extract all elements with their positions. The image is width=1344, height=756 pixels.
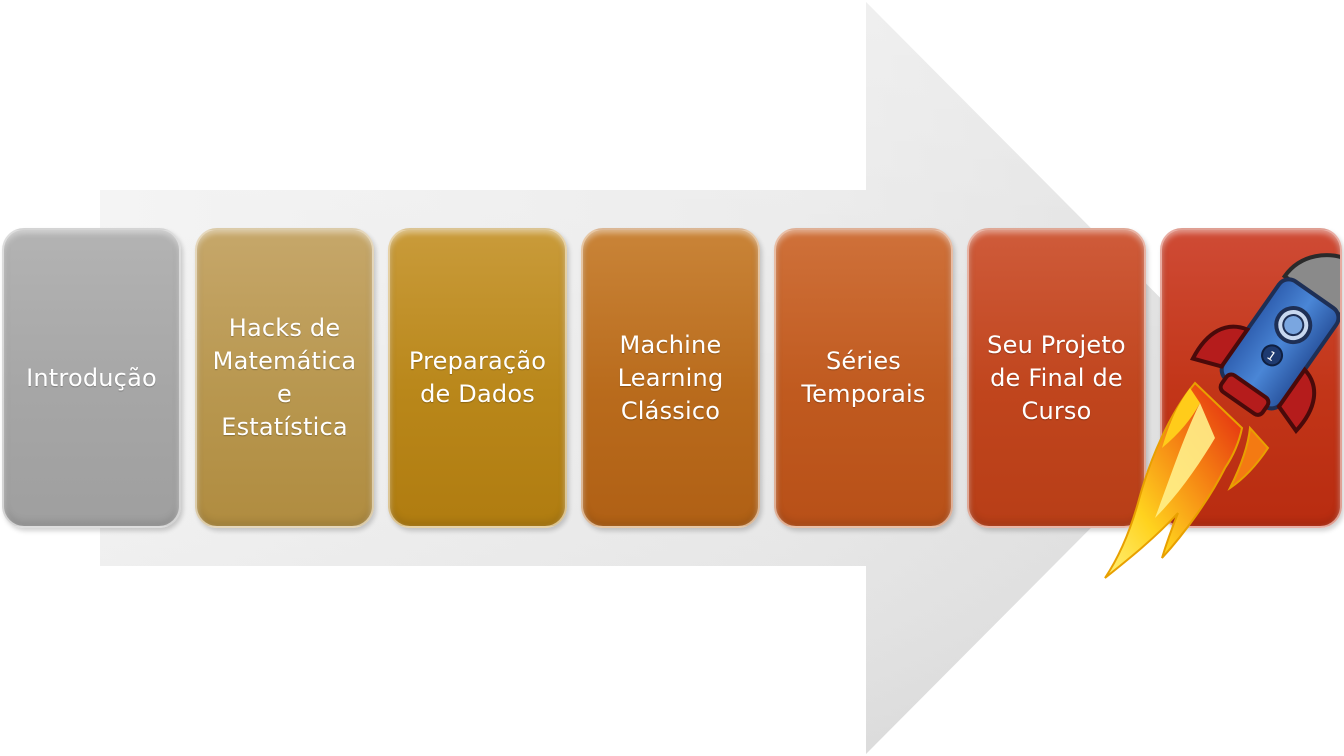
step-label: Introdução [26, 363, 157, 392]
step-machine-learning-classico: Machine Learning Clássico [581, 228, 760, 528]
step-label: Seu Projeto de Final de Curso [987, 330, 1126, 425]
rocket-flame [1104, 381, 1270, 579]
step-label: Séries Temporais [801, 347, 926, 408]
step-series-temporais: Séries Temporais [774, 228, 953, 528]
step-label: Machine Learning Clássico [617, 330, 724, 425]
step-hacks-matematica-estatistica: Hacks de Matemática e Estatística [195, 228, 374, 528]
step-projeto-final: Seu Projeto de Final de Curso [967, 228, 1146, 528]
rocket-body-group: 1 [1189, 253, 1340, 435]
step-label: Preparação de Dados [408, 347, 547, 408]
step-introducao: Introdução [2, 228, 181, 528]
step-label: Hacks de Matemática e Estatística [212, 314, 357, 441]
rocket-icon: 1 [1104, 253, 1340, 579]
step-preparacao-dados: Preparação de Dados [388, 228, 567, 528]
